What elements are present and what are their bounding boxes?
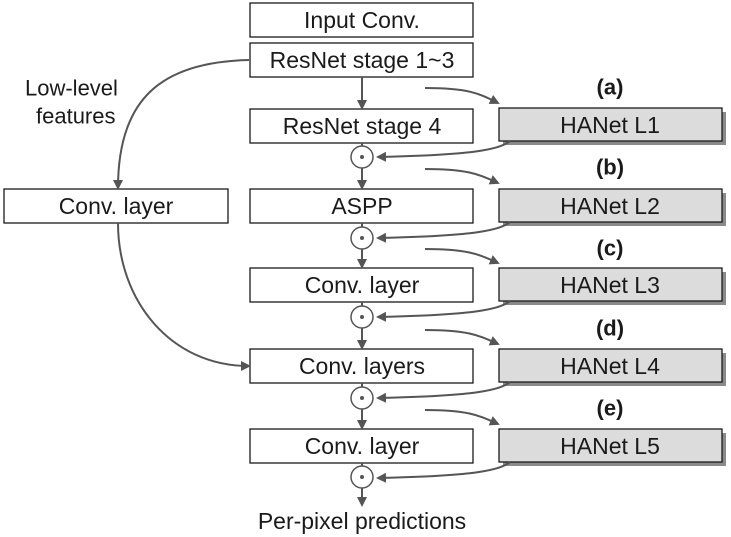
input-conv-block: Input Conv.: [249, 2, 474, 38]
side-conv-layer-block: Conv. layer: [3, 188, 229, 224]
hanet-l5-block: HANet L5: [498, 428, 726, 466]
hanet-tag-e: (e): [597, 396, 624, 421]
resnet-stage-4-block: ResNet stage 4: [249, 108, 474, 144]
low-level-feature-path: [113, 59, 251, 371]
hanet-tag-b: (b): [596, 155, 624, 180]
hanet-tag-d: (d): [596, 316, 624, 341]
hanet-l4-label: HANet L4: [560, 353, 660, 379]
multiply-symbol-4: [350, 386, 374, 410]
hanet-tag-c: (c): [597, 236, 624, 261]
low-level-caption: Low-level: [25, 76, 118, 101]
hanet-tag-a: (a): [597, 75, 624, 100]
resnet-stage-4-label: ResNet stage 4: [283, 113, 442, 139]
conv-layer-label-1: Conv. layer: [305, 272, 420, 298]
multiply-symbol-2: [350, 226, 374, 250]
hanet-l1-label: HANet L1: [560, 112, 660, 138]
hanet-l3-block: HANet L3: [498, 267, 726, 305]
multiply-symbol-1: [350, 145, 374, 169]
hanet-l1-block: HANet L1: [498, 107, 726, 145]
hanet-output-arrows: [376, 140, 511, 483]
hanet-l4-block: HANet L4: [498, 348, 726, 386]
conv-layers-block: Conv. layers: [249, 348, 474, 384]
resnet-stage-1-3-label: ResNet stage 1~3: [270, 47, 455, 73]
per-pixel-predictions-label: Per-pixel predictions: [258, 508, 466, 534]
conv-layer-block-2: Conv. layer: [249, 428, 474, 464]
features-caption: features: [36, 104, 116, 129]
hanet-l2-label: HANet L2: [560, 193, 660, 219]
conv-layers-label: Conv. layers: [299, 353, 425, 379]
aspp-block: ASPP: [249, 188, 474, 224]
aspp-label: ASPP: [331, 193, 392, 219]
multiply-symbol-5: [350, 465, 374, 489]
hanet-l2-block: HANet L2: [498, 188, 726, 226]
conv-layer-block-1: Conv. layer: [249, 267, 474, 303]
input-conv-label: Input Conv.: [304, 7, 420, 33]
resnet-stage-1-3-block: ResNet stage 1~3: [249, 42, 474, 78]
hanet-l5-label: HANet L5: [560, 433, 660, 459]
multiply-symbol-3: [350, 305, 374, 329]
hanet-input-arrows: [424, 87, 500, 426]
conv-layer-label-2: Conv. layer: [305, 433, 420, 459]
side-conv-layer-label: Conv. layer: [59, 193, 174, 219]
hanet-l3-label: HANet L3: [560, 272, 660, 298]
